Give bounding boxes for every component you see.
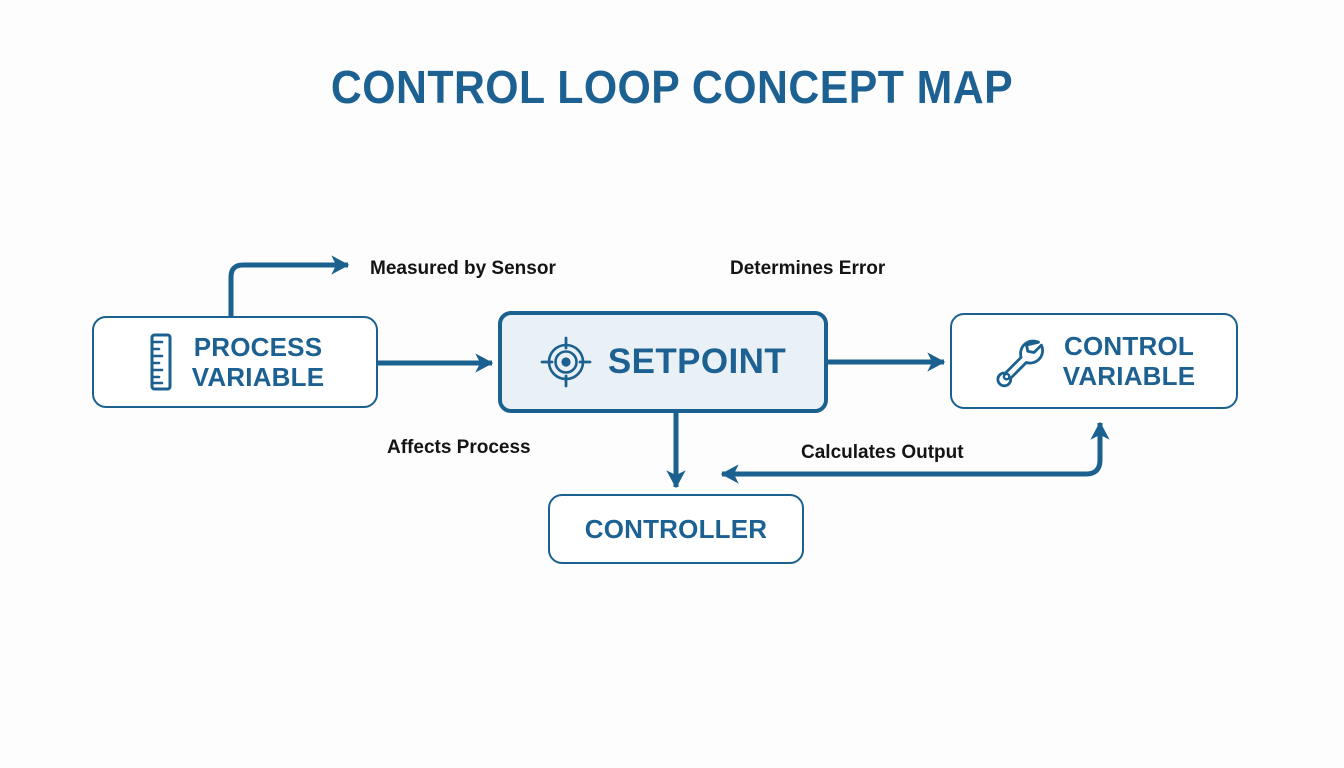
edge-label-affects-process: Affects Process — [387, 437, 531, 458]
node-setpoint[interactable]: SETPOINT — [498, 311, 828, 413]
ruler-icon — [146, 333, 176, 391]
edge-calculates-output — [720, 421, 1110, 484]
edge-measured-by-sensor — [228, 255, 350, 316]
node-process-variable-label: PROCESS VARIABLE — [191, 331, 325, 392]
wrench-icon — [993, 334, 1047, 388]
edge-label-measured-by-sensor: Measured by Sensor — [370, 258, 556, 279]
page-title: CONTROL LOOP CONCEPT MAP — [330, 61, 1014, 113]
node-controller[interactable]: CONTROLLER — [548, 494, 804, 564]
node-control-variable-label: CONTROL VARIABLE — [1062, 330, 1196, 391]
edge-label-determines-error: Determines Error — [730, 258, 886, 279]
node-process-variable[interactable]: PROCESS VARIABLE — [92, 316, 378, 408]
node-control-variable[interactable]: CONTROL VARIABLE — [950, 313, 1238, 409]
node-setpoint-label: SETPOINT — [607, 341, 787, 381]
edge-label-calculates-output: Calculates Output — [801, 442, 964, 463]
node-controller-label: CONTROLLER — [584, 513, 768, 544]
target-icon — [540, 336, 592, 388]
